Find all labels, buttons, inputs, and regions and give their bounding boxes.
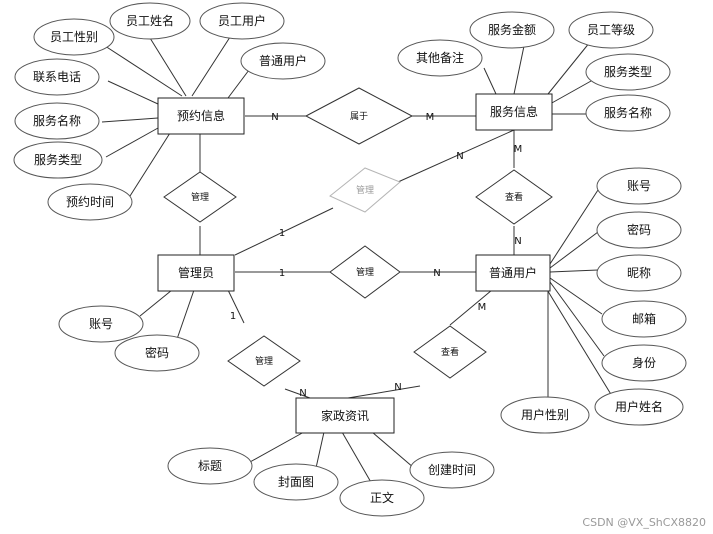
attribute-service-type: 服务类型 [585, 53, 671, 91]
attribute-user-gender: 用户性别 [500, 396, 590, 434]
svg-text:服务名称: 服务名称 [604, 105, 652, 120]
cardinality-view-news-n: N [394, 382, 401, 393]
attribute-admin-account: 账号 [58, 305, 144, 343]
cardinality-view-user: N [514, 236, 521, 247]
attribute-reservation-service-type: 服务类型 [13, 141, 103, 179]
attribute-service-amount: 服务金额 [469, 11, 555, 49]
attribute-reservation-service-name: 服务名称 [14, 102, 100, 140]
svg-text:服务金额: 服务金额 [488, 22, 536, 37]
svg-text:标题: 标题 [198, 459, 222, 473]
cardinality-admin-manage-service: 1 [279, 228, 285, 239]
svg-text:家政资讯: 家政资讯 [321, 408, 369, 423]
svg-text:正文: 正文 [370, 490, 394, 505]
attribute-user-name: 用户姓名 [594, 388, 684, 426]
svg-text:创建时间: 创建时间 [428, 463, 476, 477]
svg-text:其他备注: 其他备注 [416, 50, 464, 65]
attribute-user-nickname: 昵称 [596, 254, 682, 292]
svg-text:用户姓名: 用户姓名 [615, 399, 663, 414]
relationship-manage-news: 管理 [227, 335, 301, 387]
cardinality-admin-manage-news: 1 [230, 311, 236, 322]
svg-text:管理: 管理 [356, 184, 374, 196]
cardinality-user-view-news: M [478, 302, 487, 313]
svg-text:服务信息: 服务信息 [490, 104, 538, 119]
attribute-reservation-employee-user: 员工用户 [199, 2, 285, 40]
cardinality-manage-news-n: N [299, 388, 306, 399]
entity-admin: 管理员 [157, 254, 235, 292]
svg-text:身份: 身份 [632, 355, 656, 370]
attribute-reservation-phone: 联系电话 [14, 58, 100, 96]
relationship-manage-service: 管理 [329, 167, 401, 213]
attribute-service-employee-level: 员工等级 [568, 11, 654, 49]
svg-text:查看: 查看 [441, 346, 459, 358]
relationship-manage-user: 管理 [329, 245, 401, 299]
attribute-news-cover: 封面图 [253, 463, 339, 501]
svg-text:管理: 管理 [255, 355, 273, 367]
connector-lines [101, 33, 613, 485]
svg-text:账号: 账号 [89, 317, 113, 331]
relationship-view-service: 查看 [475, 169, 553, 225]
svg-text:员工用户: 员工用户 [218, 13, 266, 28]
svg-text:联系电话: 联系电话 [33, 70, 81, 84]
svg-text:预约时间: 预约时间 [66, 194, 114, 209]
attribute-reservation-employee-gender: 员工性别 [33, 18, 115, 56]
attribute-admin-password: 密码 [114, 334, 200, 372]
attribute-news-created-time: 创建时间 [409, 451, 495, 489]
entity-reservation: 预约信息 [157, 97, 245, 135]
attribute-user-account: 账号 [596, 167, 682, 205]
svg-text:账号: 账号 [627, 179, 651, 193]
attribute-news-title: 标题 [167, 447, 253, 485]
cardinality-service-view: M [514, 144, 523, 155]
svg-text:封面图: 封面图 [278, 475, 314, 489]
attribute-service-name: 服务名称 [585, 94, 671, 132]
svg-text:密码: 密码 [627, 222, 651, 237]
cardinality-manage-user-n: N [433, 268, 440, 279]
relationship-belongs: 属于 [304, 87, 414, 145]
relationship-manage-reservation: 管理 [163, 171, 237, 223]
svg-text:管理: 管理 [356, 266, 374, 278]
attribute-service-remarks: 其他备注 [397, 39, 483, 77]
cardinality-labels: N M M N 1 N 1 N 1 N M N [230, 112, 523, 399]
cardinality-admin-manage-user: 1 [279, 268, 285, 279]
attribute-reservation-regular-user: 普通用户 [240, 42, 326, 80]
svg-text:服务名称: 服务名称 [33, 113, 81, 128]
svg-text:员工性别: 员工性别 [50, 30, 98, 44]
attribute-news-body: 正文 [339, 479, 425, 517]
svg-text:员工姓名: 员工姓名 [126, 13, 174, 28]
cardinality-res-belongs: N [271, 112, 278, 123]
svg-text:管理: 管理 [191, 191, 209, 203]
entity-news: 家政资讯 [295, 397, 395, 434]
svg-text:属于: 属于 [350, 111, 368, 122]
svg-text:普通用户: 普通用户 [489, 265, 537, 280]
svg-text:员工等级: 员工等级 [587, 23, 635, 37]
attribute-user-password: 密码 [596, 211, 682, 249]
svg-text:普通用户: 普通用户 [259, 53, 307, 68]
entity-service: 服务信息 [475, 93, 553, 131]
attribute-reservation-employee-name: 员工姓名 [109, 2, 191, 40]
svg-text:管理员: 管理员 [178, 265, 214, 280]
attribute-user-email: 邮箱 [601, 300, 687, 338]
svg-text:邮箱: 邮箱 [632, 311, 656, 326]
entity-user: 普通用户 [475, 254, 551, 292]
svg-text:服务类型: 服务类型 [34, 152, 82, 167]
watermark: CSDN @VX_ShCX8820 [582, 516, 706, 529]
svg-text:服务类型: 服务类型 [604, 64, 652, 79]
attribute-reservation-time: 预约时间 [47, 183, 133, 221]
svg-text:昵称: 昵称 [627, 266, 651, 280]
attribute-user-role: 身份 [601, 344, 687, 382]
cardinality-manage-service-n: N [456, 151, 463, 162]
cardinality-belongs-service: M [426, 112, 435, 123]
svg-text:预约信息: 预约信息 [177, 108, 225, 123]
svg-text:密码: 密码 [145, 345, 169, 360]
svg-text:查看: 查看 [505, 191, 523, 203]
relationship-view-news: 查看 [413, 325, 487, 379]
svg-text:用户性别: 用户性别 [521, 407, 569, 422]
